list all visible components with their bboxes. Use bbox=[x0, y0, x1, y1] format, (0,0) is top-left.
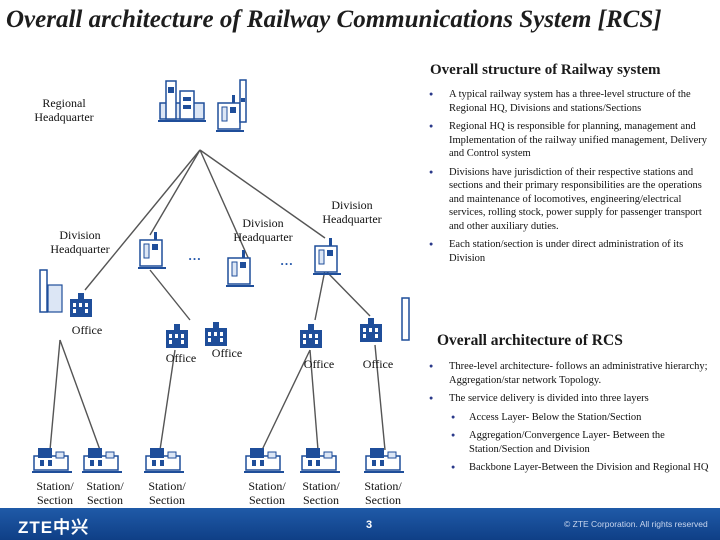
office-icon-5 bbox=[360, 318, 382, 342]
copyright-notice: © ZTE Corporation. All rights reserved bbox=[564, 519, 708, 529]
label-station-2: Station/ Section bbox=[86, 479, 124, 507]
structure-bullet: Each station/section is under direct adm… bbox=[427, 238, 715, 265]
rcs-sub-bullet: Aggregation/Convergence Layer- Between t… bbox=[449, 429, 715, 456]
station-icon-5 bbox=[299, 447, 341, 473]
structure-bullet: Regional HQ is responsible for planning,… bbox=[427, 120, 715, 161]
label-office-5: Office bbox=[362, 357, 394, 371]
tower-right-icon bbox=[401, 297, 410, 341]
structure-bullet-list: A typical railway system has a three-lev… bbox=[427, 88, 715, 270]
office-icon-3 bbox=[205, 322, 227, 346]
label-office-1: Office bbox=[71, 323, 103, 337]
footer-bar bbox=[0, 508, 720, 540]
label-regional-hq: Regional Headquarter bbox=[34, 96, 94, 124]
division-right-icon bbox=[312, 237, 342, 275]
station-icon-4 bbox=[243, 447, 285, 473]
structure-bullet: Divisions have jurisdiction of their res… bbox=[427, 166, 715, 234]
rcs-sub-bullet: Backbone Layer-Between the Division and … bbox=[449, 461, 715, 475]
rcs-bullet-list: Three-level architecture- follows an adm… bbox=[427, 360, 715, 480]
office-icon-2 bbox=[166, 324, 188, 348]
office-icon-4 bbox=[300, 324, 322, 348]
regional-hq-icon bbox=[157, 80, 207, 122]
structure-bullet: A typical railway system has a three-lev… bbox=[427, 88, 715, 115]
page-number: 3 bbox=[366, 519, 373, 531]
label-station-4: Station/ Section bbox=[248, 479, 286, 507]
antenna-tower-icon bbox=[239, 79, 247, 123]
office-icon-1 bbox=[70, 293, 92, 317]
tower-left-icon bbox=[39, 269, 63, 313]
label-station-3: Station/ Section bbox=[148, 479, 186, 507]
label-office-4: Office bbox=[303, 357, 335, 371]
heading-structure: Overall structure of Railway system bbox=[430, 62, 661, 78]
division-left-icon bbox=[137, 231, 167, 269]
architecture-diagram bbox=[31, 79, 410, 473]
station-icon-2 bbox=[81, 447, 123, 473]
connection-lines bbox=[49, 149, 386, 451]
station-icon-1 bbox=[31, 447, 73, 473]
rcs-bullet: Three-level architecture- follows an adm… bbox=[427, 360, 715, 387]
rcs-sub-bullet: Access Layer- Below the Station/Section bbox=[449, 411, 715, 425]
label-office-3: Office bbox=[211, 346, 243, 360]
division-middle-icon bbox=[225, 249, 255, 287]
label-division-middle: Division Headquarter bbox=[233, 216, 293, 244]
heading-rcs: Overall architecture of RCS bbox=[437, 332, 623, 349]
ellipsis-left: … bbox=[188, 248, 201, 263]
label-division-left: Division Headquarter bbox=[50, 228, 110, 256]
rcs-bullet: The service delivery is divided into thr… bbox=[427, 392, 715, 406]
label-office-2: Office bbox=[165, 351, 197, 365]
zte-logo: ZTE中兴 bbox=[18, 518, 90, 537]
label-station-1: Station/ Section bbox=[36, 479, 74, 507]
slide-title: Overall architecture of Railway Communic… bbox=[6, 6, 662, 33]
station-icon-3 bbox=[143, 447, 185, 473]
label-division-right: Division Headquarter bbox=[322, 198, 382, 226]
station-icon-6 bbox=[363, 447, 405, 473]
label-station-5: Station/ Section bbox=[302, 479, 340, 507]
ellipsis-right: … bbox=[280, 253, 293, 268]
label-station-6: Station/ Section bbox=[364, 479, 402, 507]
